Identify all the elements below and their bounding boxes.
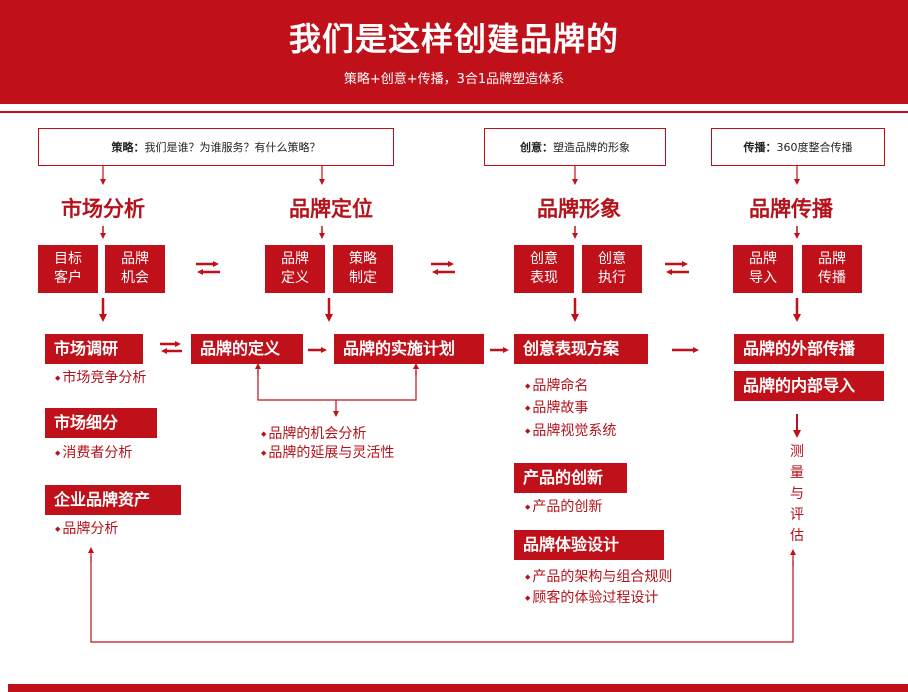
note-spread-text: 360度整合传播	[776, 141, 853, 154]
page-subtitle: 策略+创意+传播，3合1品牌塑造体系	[343, 72, 565, 87]
swap-arrows-3	[665, 261, 689, 275]
note-strategy-text: 我们是谁？为谁服务？有什么策略？	[144, 141, 321, 154]
bullet-research-1: 市场竞争分析	[55, 367, 146, 389]
pill-brand-spread: 品牌传播	[802, 245, 862, 293]
stage-market: 市场分析	[61, 197, 145, 221]
banner-internal-import: 品牌的内部导入	[734, 371, 884, 401]
pill-target-customer: 目标客户	[38, 245, 98, 293]
bullet-experience-1: 产品的架构与组合规则	[525, 566, 672, 588]
banner-external-spread: 品牌的外部传播	[734, 334, 884, 364]
banner-brand-plan: 品牌的实施计划	[334, 334, 484, 364]
swap-arrows-1	[196, 261, 220, 275]
footer-bar	[8, 684, 908, 692]
header-banner: 我们是这样创建品牌的 策略+创意+传播，3合1品牌塑造体系	[0, 0, 908, 104]
pill-creative-execution: 创意执行	[582, 245, 642, 293]
header-divider	[0, 111, 908, 113]
page-title: 我们是这样创建品牌的	[288, 20, 619, 58]
banner-product-innovation: 产品的创新	[514, 463, 627, 493]
bullet-assets-1: 品牌分析	[55, 518, 118, 540]
bullet-creative-2: 品牌故事	[525, 397, 588, 419]
bullet-positioning-2: 品牌的延展与灵活性	[261, 442, 394, 464]
banner-brand-assets: 企业品牌资产	[45, 485, 181, 515]
bracket-positioning	[257, 370, 417, 401]
note-strategy-key: 策略：	[111, 141, 145, 154]
bullet-positioning-1: 品牌的机会分析	[261, 423, 366, 445]
measure-evaluate-label: 测 量 与 评 估	[790, 444, 804, 544]
pill-brand-import: 品牌导入	[733, 245, 793, 293]
note-creative-key: 创意：	[520, 141, 553, 154]
bullet-innovation-1: 产品的创新	[525, 496, 602, 518]
swap-arrows-2	[431, 261, 455, 275]
banner-brand-definition: 品牌的定义	[191, 334, 303, 364]
pill-brand-definition: 品牌定义	[265, 245, 325, 293]
stage-image: 品牌形象	[537, 197, 621, 221]
pill-creative-expression: 创意表现	[514, 245, 574, 293]
note-creative: 创意：塑造品牌的形象	[484, 128, 666, 166]
stage-spread: 品牌传播	[749, 197, 833, 221]
bullet-experience-2: 顾客的体验过程设计	[525, 587, 658, 609]
bullet-segment-1: 消费者分析	[55, 442, 132, 464]
note-spread-key: 传播：	[743, 141, 777, 154]
banner-market-segment: 市场细分	[45, 408, 157, 438]
banner-brand-experience: 品牌体验设计	[514, 530, 664, 560]
bullet-creative-1: 品牌命名	[525, 375, 588, 397]
note-strategy: 策略：我们是谁？为谁服务？有什么策略？	[38, 128, 394, 166]
pill-strategy-making: 策略制定	[333, 245, 393, 293]
banner-creative-plan: 创意表现方案	[514, 334, 648, 364]
stage-positioning: 品牌定位	[289, 197, 373, 221]
pill-brand-opportunity: 品牌机会	[105, 245, 165, 293]
note-creative-text: 塑造品牌的形象	[553, 141, 630, 154]
banner-market-research: 市场调研	[45, 334, 143, 364]
note-spread: 传播：360度整合传播	[711, 128, 885, 166]
swap-arrows-4	[160, 341, 182, 354]
feedback-loop	[90, 556, 794, 643]
bullet-creative-3: 品牌视觉系统	[525, 420, 616, 442]
